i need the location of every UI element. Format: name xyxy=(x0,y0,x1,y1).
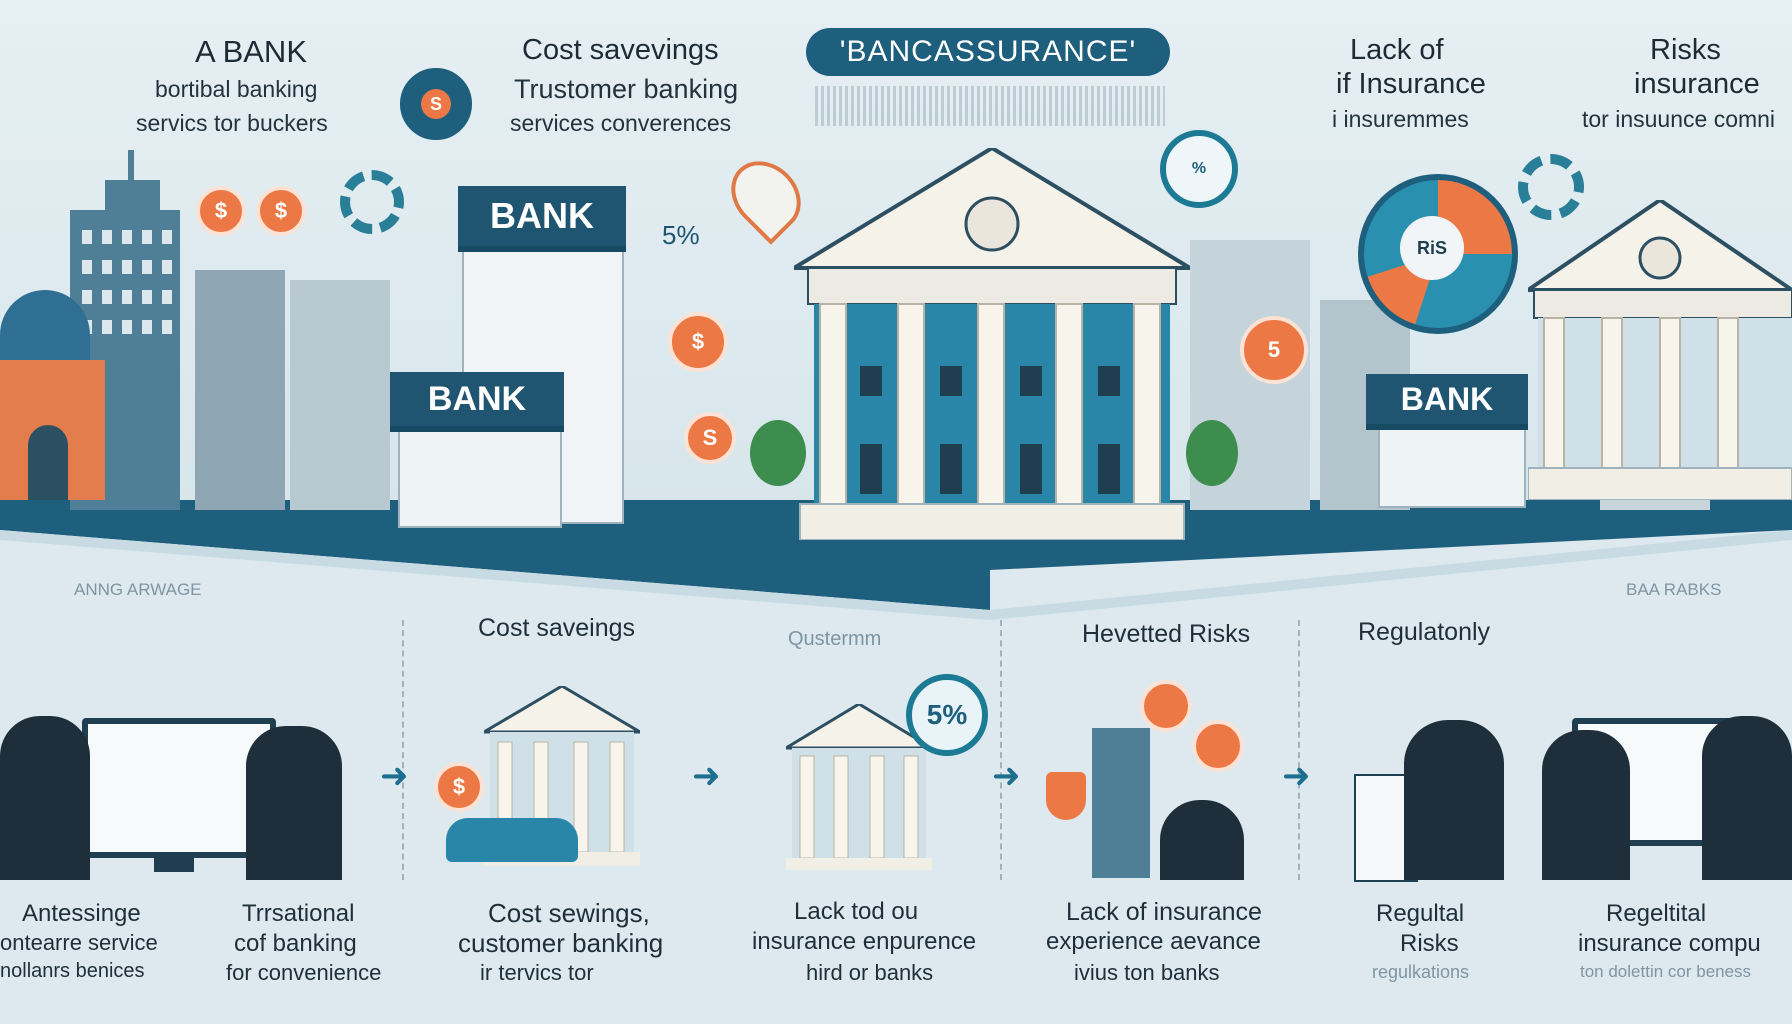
top-col2-line1: Trustomer banking xyxy=(514,74,739,104)
car-icon xyxy=(446,818,578,862)
caption-1-line3: nollanrs benices xyxy=(0,960,145,982)
caption-6-line3: regulkations xyxy=(1372,962,1470,982)
top-col2-line2: services converences xyxy=(510,110,732,136)
caption-3-line1: Cost sewings, xyxy=(488,898,650,928)
bank-temple-main xyxy=(794,148,1190,540)
dollar-badge-icon: S xyxy=(400,68,472,140)
bottom-heading-2: Cost saveings xyxy=(478,614,636,642)
dollar-coin-icon: $ xyxy=(434,762,484,812)
domed-building xyxy=(0,290,105,500)
lock-coin-icon xyxy=(1140,680,1192,732)
banner-fine-print xyxy=(815,86,1165,126)
top-col1-line2: servics tor buckers xyxy=(136,110,328,136)
businesswoman-figure xyxy=(1542,730,1630,880)
dollar-coin-icon: $ xyxy=(256,186,306,236)
pie-center-label: RiS xyxy=(1400,216,1464,280)
caption-5-line3: ivius ton banks xyxy=(1074,960,1220,985)
dollar-coin-icon: $ xyxy=(668,312,728,372)
bottom-heading-6: BAA RABKS xyxy=(1626,580,1722,599)
top-col2-title: Cost savevings xyxy=(522,34,719,66)
dollar-coin-icon: 5 xyxy=(1240,316,1308,384)
caption-2-line2: cof banking xyxy=(234,930,357,957)
top-col4-line2: i insuremmes xyxy=(1332,106,1469,132)
caption-1-line2: ontearre service xyxy=(0,930,158,955)
businessman-figure xyxy=(1160,800,1244,880)
section-divider xyxy=(1298,620,1300,880)
gear-icon xyxy=(340,170,404,234)
bottom-heading-1: ANNG ARWAGE xyxy=(74,580,202,599)
bank-sign-b: BANK xyxy=(390,372,564,432)
top-col5-line2: tor insuunce comni xyxy=(1582,106,1776,132)
bank-temple-right xyxy=(1528,200,1792,500)
percent-badge-icon: 5% xyxy=(906,674,988,756)
top-col1-line1: bortibal banking xyxy=(155,76,318,102)
tower-building xyxy=(1092,728,1150,878)
caption-2-line1: Trrsational xyxy=(242,900,355,927)
computer-monitor xyxy=(82,718,276,858)
bank-sign-c: BANK xyxy=(1366,374,1528,430)
top-col4-title: Lack of xyxy=(1350,34,1444,66)
bancassurance-banner: 'BANCASSURANCE' xyxy=(806,28,1170,76)
arrow-right-icon: ➜ xyxy=(1282,757,1311,795)
top-col5-line1: insurance xyxy=(1634,68,1760,100)
percent-badge-icon: % xyxy=(1160,130,1238,208)
caption-3-line3: ir tervics tor xyxy=(480,960,594,985)
businessman-figure xyxy=(1702,716,1792,880)
dollar-coin-icon: S xyxy=(684,412,736,464)
bottom-heading-3: Qustermm xyxy=(788,628,882,650)
caption-6-line1: Regultal xyxy=(1376,900,1465,927)
caption-7-line2: insurance compu xyxy=(1578,930,1761,957)
tree xyxy=(1186,420,1238,486)
caption-7-line1: Regeltital xyxy=(1606,900,1707,927)
businesswoman-figure xyxy=(246,726,342,880)
pie-chart-icon: RiS xyxy=(1358,174,1518,334)
dollar-coin-icon: $ xyxy=(196,186,246,236)
top-percent-label: 5% xyxy=(662,220,700,250)
monitor-stand xyxy=(154,852,194,872)
arrow-right-icon: ➜ xyxy=(992,757,1021,795)
top-col4-line1: if Insurance xyxy=(1336,68,1486,100)
bottom-heading-4: Hevetted Risks xyxy=(1082,620,1251,648)
caption-4-line1: Lack tod ou xyxy=(794,898,919,925)
caption-4-line3: hird or banks xyxy=(806,960,934,985)
small-bank-icon xyxy=(786,704,932,870)
bank-building-b xyxy=(398,420,562,528)
shield-icon xyxy=(1046,772,1086,820)
bottom-percent-label: 5% xyxy=(926,699,968,730)
lock-coin-icon xyxy=(1192,720,1244,772)
arrow-right-icon: ➜ xyxy=(692,757,721,795)
businessman-figure xyxy=(0,716,90,880)
caption-1-line1: Antessinge xyxy=(22,900,141,927)
bank-sign-a: BANK xyxy=(458,186,626,252)
caption-3-line2: customer banking xyxy=(458,928,664,958)
caption-7-line3: ton dolettin cor beness xyxy=(1580,962,1752,981)
caption-6-line2: Risks xyxy=(1400,930,1459,957)
caption-4-line2: insurance enpurence xyxy=(752,928,977,955)
section-divider xyxy=(402,620,404,880)
businessman-figure xyxy=(1404,720,1504,880)
gear-icon xyxy=(1518,154,1584,220)
section-divider xyxy=(1000,620,1002,880)
top-col1-title: A BANK xyxy=(195,34,307,69)
top-col5-title: Risks xyxy=(1650,34,1721,66)
caption-5-line2: experience aevance xyxy=(1046,928,1261,955)
arrow-right-icon: ➜ xyxy=(380,757,409,795)
tree xyxy=(750,420,806,486)
caption-2-line3: for convenience xyxy=(226,960,382,985)
caption-5-line1: Lack of insurance xyxy=(1066,898,1262,926)
bottom-heading-5: Regulatonly xyxy=(1358,618,1491,646)
